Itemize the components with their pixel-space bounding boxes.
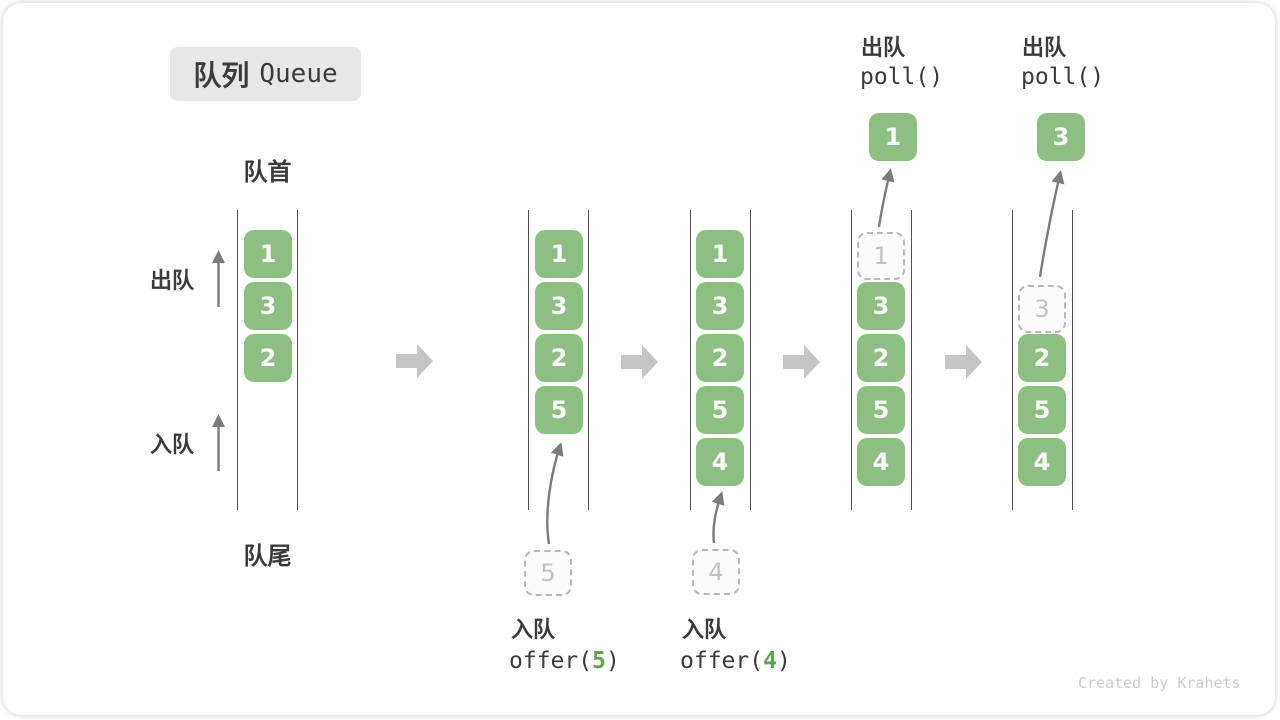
label-queue-front: 队首 <box>243 158 292 186</box>
caption-dequeue-op: 出队 <box>1022 36 1067 61</box>
code-fn-close: ) <box>776 648 791 674</box>
caption-dequeue-op: 出队 <box>861 36 906 61</box>
popped-item: 3 <box>1037 113 1085 161</box>
queue-column-2 <box>528 210 589 510</box>
removed-ghost-item: 3 <box>1018 285 1066 333</box>
code-fn-close: ) <box>605 648 620 674</box>
code-fn: offer( <box>509 648 593 674</box>
queue-item: 2 <box>244 334 292 382</box>
queue-item: 4 <box>1018 438 1066 486</box>
queue-item: 5 <box>535 386 583 434</box>
queue-item: 2 <box>535 334 583 382</box>
caption-dequeue-code: poll() <box>1021 64 1105 90</box>
queue-column-3 <box>690 210 751 510</box>
caption-enqueue-op: 入队 <box>682 618 727 643</box>
queue-item: 3 <box>696 282 744 330</box>
code-arg: 5 <box>592 648 606 674</box>
queue-item: 2 <box>857 334 905 382</box>
label-dequeue: 出队 <box>150 269 195 294</box>
caption-enqueue-op: 入队 <box>511 618 556 643</box>
badge-title-zh: 队列 <box>193 59 250 92</box>
queue-item: 3 <box>857 282 905 330</box>
label-queue-rear: 队尾 <box>243 542 292 570</box>
badge-title-en: Queue <box>259 59 338 89</box>
queue-item: 1 <box>535 230 583 278</box>
queue-item: 4 <box>857 438 905 486</box>
watermark: Created by Krahets <box>1078 674 1241 692</box>
popped-item: 1 <box>869 113 917 161</box>
queue-item: 3 <box>244 282 292 330</box>
queue-item: 5 <box>696 386 744 434</box>
diagram-frame <box>3 3 1275 715</box>
queue-item: 4 <box>696 438 744 486</box>
queue-item: 2 <box>696 334 744 382</box>
queue-column-5 <box>1012 210 1073 510</box>
caption-enqueue-code: offer(5) <box>509 648 620 674</box>
queue-item: 1 <box>244 230 292 278</box>
code-fn: offer( <box>680 648 764 674</box>
label-enqueue: 入队 <box>150 433 195 458</box>
queue-item: 3 <box>535 282 583 330</box>
queue-column-1 <box>237 210 298 510</box>
code-arg: 4 <box>763 648 777 674</box>
title-badge: 队列 Queue <box>170 47 361 101</box>
removed-ghost-item: 1 <box>857 232 905 280</box>
queue-item: 1 <box>696 230 744 278</box>
incoming-ghost-item: 4 <box>692 549 740 595</box>
queue-item: 5 <box>1018 386 1066 434</box>
incoming-ghost-item: 5 <box>524 550 572 596</box>
queue-column-4 <box>851 210 912 510</box>
caption-enqueue-code: offer(4) <box>680 648 791 674</box>
queue-item: 2 <box>1018 334 1066 382</box>
queue-item: 5 <box>857 386 905 434</box>
caption-dequeue-code: poll() <box>860 64 944 90</box>
